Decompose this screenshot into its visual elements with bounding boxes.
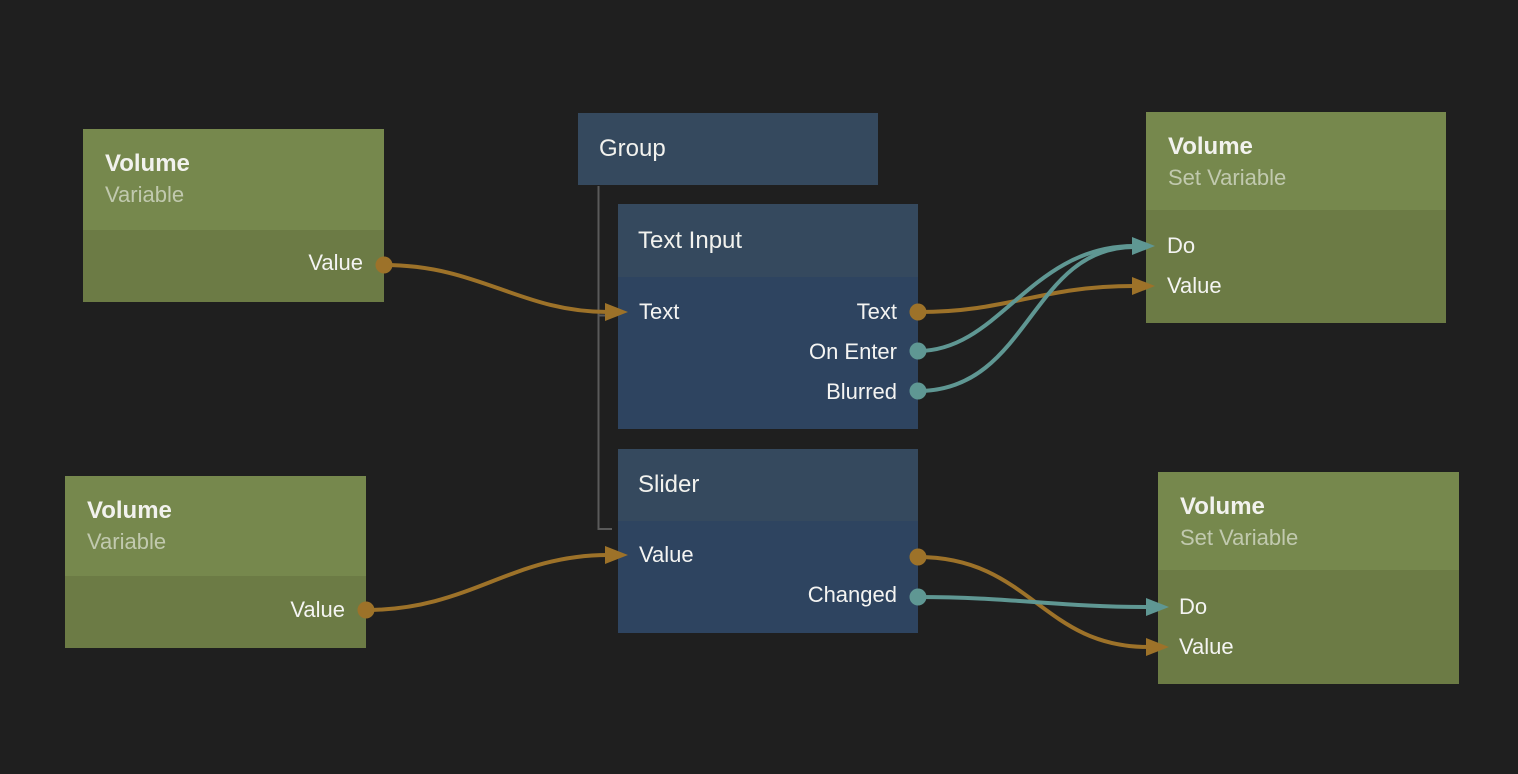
input-port-label-value: Value [639, 542, 694, 567]
node-volume-variable-top[interactable]: Volume Variable Value [83, 129, 384, 302]
input-port-label-do: Do [1167, 233, 1196, 258]
node-header[interactable]: Volume Set Variable [1158, 472, 1459, 570]
node-title: Volume [1180, 493, 1265, 520]
input-port-label-value: Value [1179, 634, 1234, 659]
node-volume-set-variable-bottom[interactable]: Volume Set Variable Do Value [1158, 472, 1459, 684]
node-title: Volume [105, 150, 190, 177]
input-port-label-do: Do [1179, 594, 1208, 619]
node-title: Group [599, 135, 666, 162]
node-group[interactable]: Group [578, 113, 878, 185]
node-header[interactable]: Slider [618, 449, 918, 521]
cable-text-to-set-variable-top-value[interactable] [916, 284, 1136, 314]
input-port-label-text: Text [639, 299, 680, 324]
node-title: Volume [87, 497, 172, 524]
node-title: Text Input [638, 226, 743, 254]
cable-variable-bottom-to-slider[interactable] [364, 553, 610, 612]
output-port-label-on-enter: On Enter [808, 339, 897, 364]
node-body: Value [83, 230, 384, 302]
cable-on-enter-to-set-variable-top-do[interactable] [916, 244, 1136, 353]
cable-changed-to-set-variable-bottom-do[interactable] [916, 595, 1150, 609]
cable-slider-value-to-set-variable-bottom-value[interactable] [916, 555, 1150, 649]
group-hierarchy-line [597, 186, 612, 530]
cable-variable-top-to-text-input[interactable] [382, 263, 610, 314]
node-header[interactable]: Volume Variable [65, 476, 366, 576]
node-body: Do Value [1158, 570, 1459, 684]
node-header[interactable]: Text Input [618, 204, 918, 277]
node-slider[interactable]: Slider Value Changed [618, 449, 918, 633]
node-header[interactable]: Volume Variable [83, 129, 384, 230]
node-subtitle: Variable [105, 182, 185, 207]
node-body: Value Changed [618, 521, 918, 633]
cable-blurred-to-set-variable-top-do[interactable] [916, 245, 1136, 393]
output-port-label-text: Text [856, 299, 897, 324]
input-port-label-value: Value [1167, 273, 1222, 298]
node-body: Text Text On Enter Blurred [618, 277, 918, 429]
node-header[interactable]: Group [578, 113, 878, 185]
node-text-input[interactable]: Text Input Text Text On Enter Blurred [618, 204, 918, 429]
node-volume-set-variable-top[interactable]: Volume Set Variable Do Value [1146, 112, 1446, 323]
output-port-label-value: Value [308, 250, 363, 275]
node-header[interactable]: Volume Set Variable [1146, 112, 1446, 210]
node-subtitle: Set Variable [1180, 525, 1299, 550]
node-subtitle: Set Variable [1168, 165, 1287, 190]
node-body: Do Value [1146, 210, 1446, 323]
output-port-label-value: Value [290, 597, 345, 622]
node-title: Slider [638, 471, 700, 498]
node-volume-variable-bottom[interactable]: Volume Variable Value [65, 476, 366, 648]
output-port-label-changed: Changed [807, 582, 897, 607]
output-port-label-blurred: Blurred [826, 379, 897, 404]
node-subtitle: Variable [87, 529, 167, 554]
node-title: Volume [1168, 133, 1253, 160]
node-body: Value [65, 576, 366, 648]
